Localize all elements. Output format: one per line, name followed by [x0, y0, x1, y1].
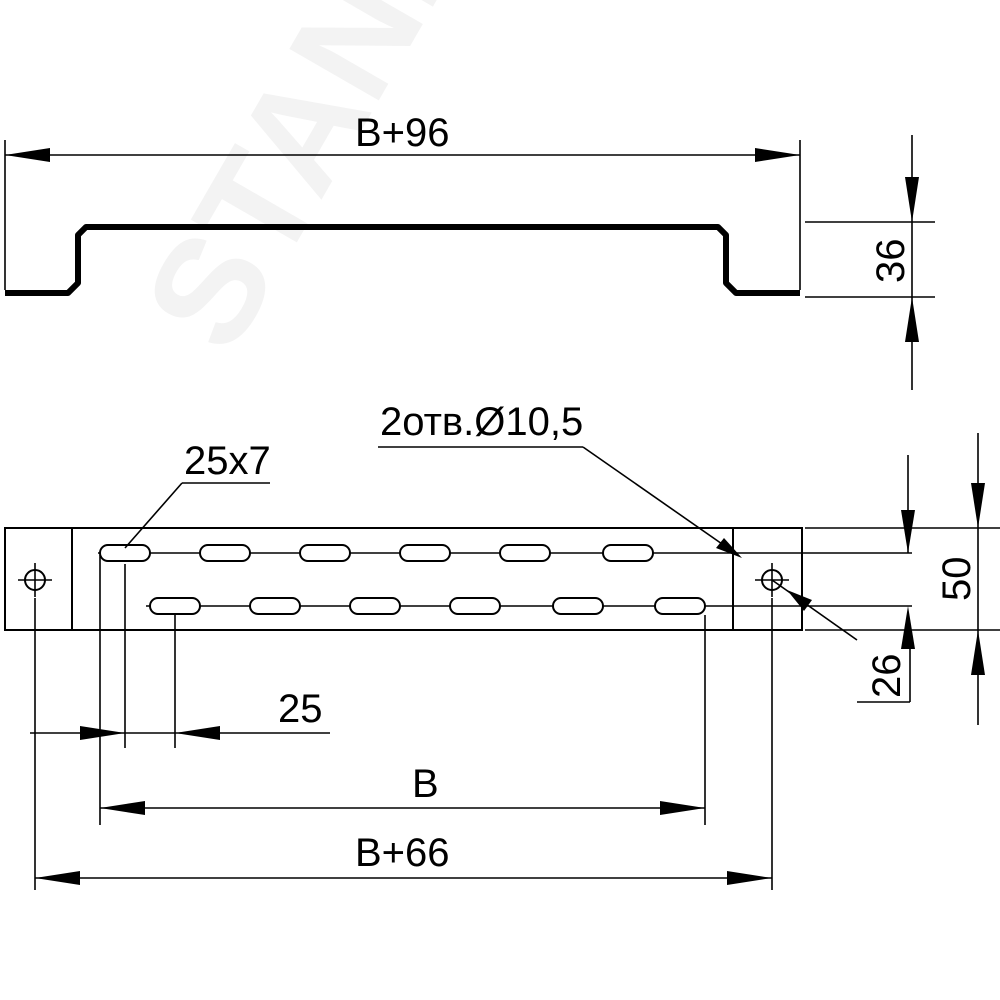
arrow-b-right [660, 801, 705, 815]
leader-slot-size [124, 482, 183, 549]
arrow-hole-offset [787, 590, 812, 611]
dim-label-width-b: B [412, 762, 439, 806]
arrow-pitch-right [80, 726, 125, 740]
slot [499, 544, 551, 562]
dim-label-height: 36 [869, 239, 913, 284]
slot [349, 597, 401, 615]
dim-label-slot-size: 25x7 [184, 439, 271, 483]
arrow-total-right [727, 871, 772, 885]
bracket-profile [5, 224, 800, 296]
slot [249, 597, 301, 615]
dim-label-hole-offset: 26 [865, 654, 909, 699]
slot [99, 544, 151, 562]
dim-label-top-width: B+96 [355, 111, 450, 155]
slot [449, 597, 501, 615]
arrow-plate-down [971, 483, 985, 528]
arrow-total-left [35, 871, 80, 885]
mounting-hole-left [18, 563, 52, 597]
plan-view: 25x7 2отв.Ø10,5 26 50 25 [4, 400, 1000, 890]
slot [552, 597, 604, 615]
arrow-offset-up [901, 606, 915, 649]
plate-outline [4, 527, 803, 631]
slot-row-bottom [149, 597, 706, 615]
watermark: STAND [112, 0, 510, 375]
arrow-down [905, 177, 919, 222]
arrow-plate-up [971, 630, 985, 675]
dim-label-slot-pitch: 25 [278, 687, 323, 731]
dim-label-holes: 2отв.Ø10,5 [380, 400, 583, 444]
arrow-right [755, 148, 800, 162]
slot [199, 544, 251, 562]
slot-row-top [99, 544, 654, 562]
side-profile-view: B+96 36 [4, 111, 935, 390]
arrow-b-left [100, 801, 145, 815]
leader-holes [582, 446, 736, 554]
arrow-pitch-left [175, 726, 220, 740]
slot [399, 544, 451, 562]
slot [654, 597, 706, 615]
dim-label-total-width: B+66 [355, 831, 450, 875]
slot [602, 544, 654, 562]
slot [149, 597, 201, 615]
arrow-hole-leader [716, 538, 742, 558]
arrow-up [905, 297, 919, 342]
dim-label-plate-height: 50 [935, 557, 979, 602]
arrow-left [5, 148, 50, 162]
slot [299, 544, 351, 562]
arrow-offset-down [901, 510, 915, 553]
